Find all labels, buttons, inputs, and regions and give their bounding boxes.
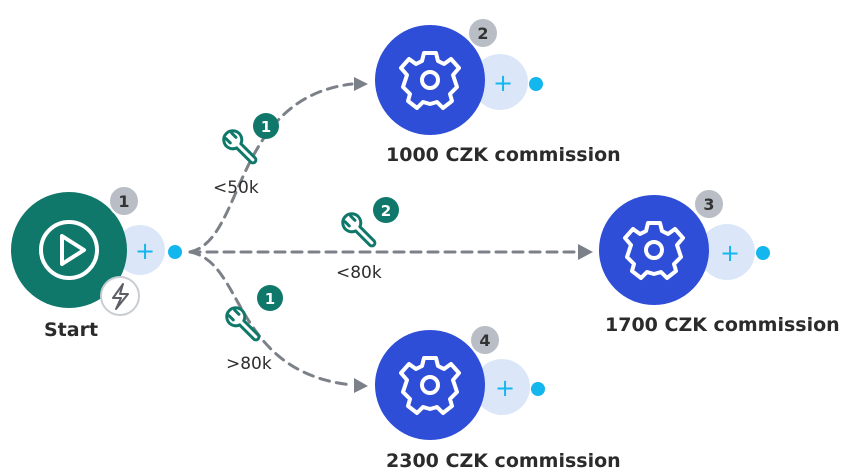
filter-50k-badge: 1 <box>253 113 279 139</box>
module-2-circle[interactable] <box>375 25 485 135</box>
module-3-label: 1700 CZK commission <box>605 314 840 336</box>
wrench-icon <box>225 306 261 342</box>
module-node-4[interactable]: + 4 <box>375 324 545 440</box>
module-2-badge: 2 <box>467 17 499 49</box>
module-2-add-port[interactable] <box>472 54 528 110</box>
svg-text:1: 1 <box>118 192 129 211</box>
start-node[interactable]: + 1 <box>11 185 182 316</box>
module-3-add-port[interactable] <box>699 224 755 280</box>
play-icon <box>39 220 99 280</box>
svg-text:4: 4 <box>479 331 490 350</box>
lightning-icon[interactable] <box>100 276 140 316</box>
module-2-label: 1000 CZK commission <box>386 144 621 166</box>
route-arrow-1700 <box>578 244 593 260</box>
filter-80k[interactable]: 2 <box>339 197 399 251</box>
start-label: Start <box>44 319 99 341</box>
start-add-port[interactable] <box>115 225 165 275</box>
svg-text:3: 3 <box>703 195 714 214</box>
filter-50k[interactable]: 1 <box>220 113 279 168</box>
wrench-icon <box>341 212 377 248</box>
module-4-badge: 4 <box>469 324 501 356</box>
svg-text:1: 1 <box>261 118 271 136</box>
route-arrow-1000 <box>354 77 368 91</box>
filter-gt80k[interactable]: 1 <box>223 285 283 345</box>
gear-icon <box>623 221 685 280</box>
module-3-connector-dot[interactable] <box>756 246 770 260</box>
filter-gt80k-label: >80k <box>226 354 272 374</box>
module-2-add-plus: + <box>493 69 513 97</box>
filter-50k-label: <50k <box>213 178 259 198</box>
start-connector-dot[interactable] <box>168 245 182 259</box>
module-4-connector-dot[interactable] <box>531 382 545 396</box>
svg-text:2: 2 <box>477 24 488 43</box>
route-edge-1000[interactable] <box>188 82 354 254</box>
module-3-badge: 3 <box>693 188 725 220</box>
route-arrow-2300 <box>354 378 368 393</box>
module-node-3[interactable]: + 3 <box>599 188 770 305</box>
module-3-add-plus: + <box>720 239 740 267</box>
gear-icon <box>399 51 461 110</box>
connections <box>188 77 593 393</box>
wrench-icon <box>222 129 258 165</box>
filter-gt80k-badge: 1 <box>257 285 283 311</box>
start-badge: 1 <box>108 185 140 217</box>
gear-icon <box>399 356 461 415</box>
module-4-label: 2300 CZK commission <box>386 450 621 472</box>
module-4-circle[interactable] <box>375 330 485 440</box>
module-node-2[interactable]: + 2 <box>375 17 543 135</box>
svg-text:2: 2 <box>381 202 391 220</box>
start-trigger-circle[interactable] <box>11 192 127 308</box>
module-4-add-plus: + <box>495 374 515 402</box>
start-add-plus: + <box>135 237 155 265</box>
route-edge-2300[interactable] <box>188 250 354 387</box>
module-2-connector-dot[interactable] <box>529 77 543 91</box>
filter-80k-label: <80k <box>336 263 382 283</box>
module-4-add-port[interactable] <box>474 359 530 415</box>
filter-80k-badge: 2 <box>373 197 399 223</box>
module-3-circle[interactable] <box>599 195 709 305</box>
svg-text:1: 1 <box>265 290 275 308</box>
